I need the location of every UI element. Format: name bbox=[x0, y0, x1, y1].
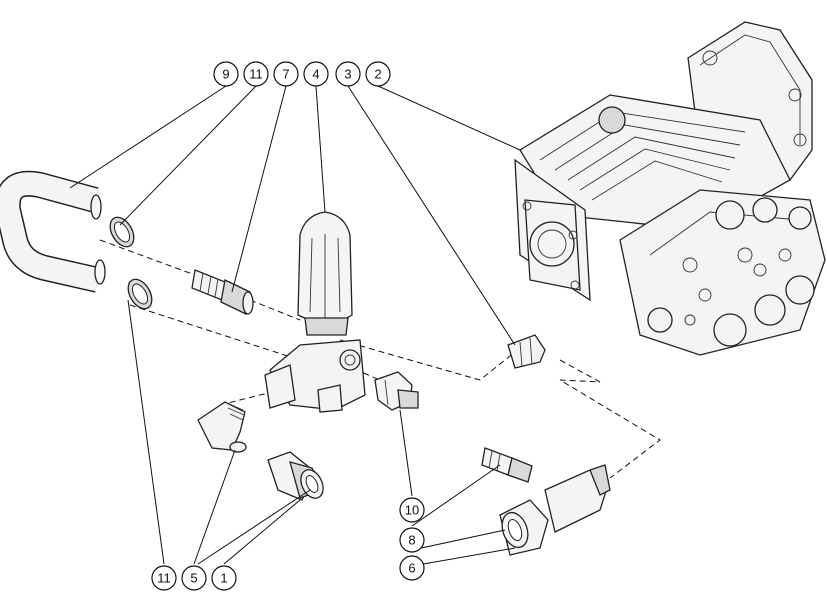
callout-label: 11 bbox=[157, 571, 171, 586]
callout-11-bottom: 11 bbox=[151, 565, 177, 591]
pump-nipple bbox=[507, 334, 546, 369]
callout-label: 7 bbox=[282, 67, 289, 82]
callout-label: 11 bbox=[249, 67, 263, 82]
callout-label: 8 bbox=[408, 533, 415, 548]
callout-1: 1 bbox=[211, 565, 237, 591]
pump-barb bbox=[481, 447, 533, 483]
callout-label: 10 bbox=[405, 503, 419, 518]
callout-4: 4 bbox=[303, 61, 329, 87]
callout-2: 2 bbox=[365, 61, 391, 87]
callout-6: 6 bbox=[399, 555, 425, 581]
hose-clamp-top bbox=[109, 216, 135, 248]
callout-10: 10 bbox=[399, 497, 425, 523]
callout-5: 5 bbox=[181, 565, 207, 591]
callout-8: 8 bbox=[399, 527, 425, 553]
bypass-hose bbox=[0, 170, 106, 293]
unloader-valve bbox=[264, 211, 366, 413]
callout-7: 7 bbox=[273, 61, 299, 87]
assembly-dashed-lines bbox=[99, 239, 661, 479]
hose-clamp-bottom bbox=[127, 278, 153, 310]
thermal-relief-valve bbox=[499, 464, 611, 556]
callout-label: 1 bbox=[220, 571, 227, 586]
hose-barb-fitting bbox=[191, 269, 254, 315]
callout-label: 4 bbox=[312, 67, 319, 82]
callout-label: 5 bbox=[190, 571, 197, 586]
callout-11-top: 11 bbox=[243, 61, 269, 87]
callout-9: 9 bbox=[213, 61, 239, 87]
quick-coupler bbox=[267, 451, 324, 501]
chemical-injector bbox=[374, 371, 419, 411]
elbow-fitting bbox=[197, 401, 247, 453]
callout-leaders bbox=[69, 85, 521, 567]
callout-label: 3 bbox=[344, 67, 351, 82]
callout-label: 2 bbox=[374, 67, 381, 82]
callout-label: 9 bbox=[222, 67, 229, 82]
callout-label: 6 bbox=[408, 561, 415, 576]
callout-3: 3 bbox=[335, 61, 361, 87]
pump-body bbox=[514, 21, 826, 356]
